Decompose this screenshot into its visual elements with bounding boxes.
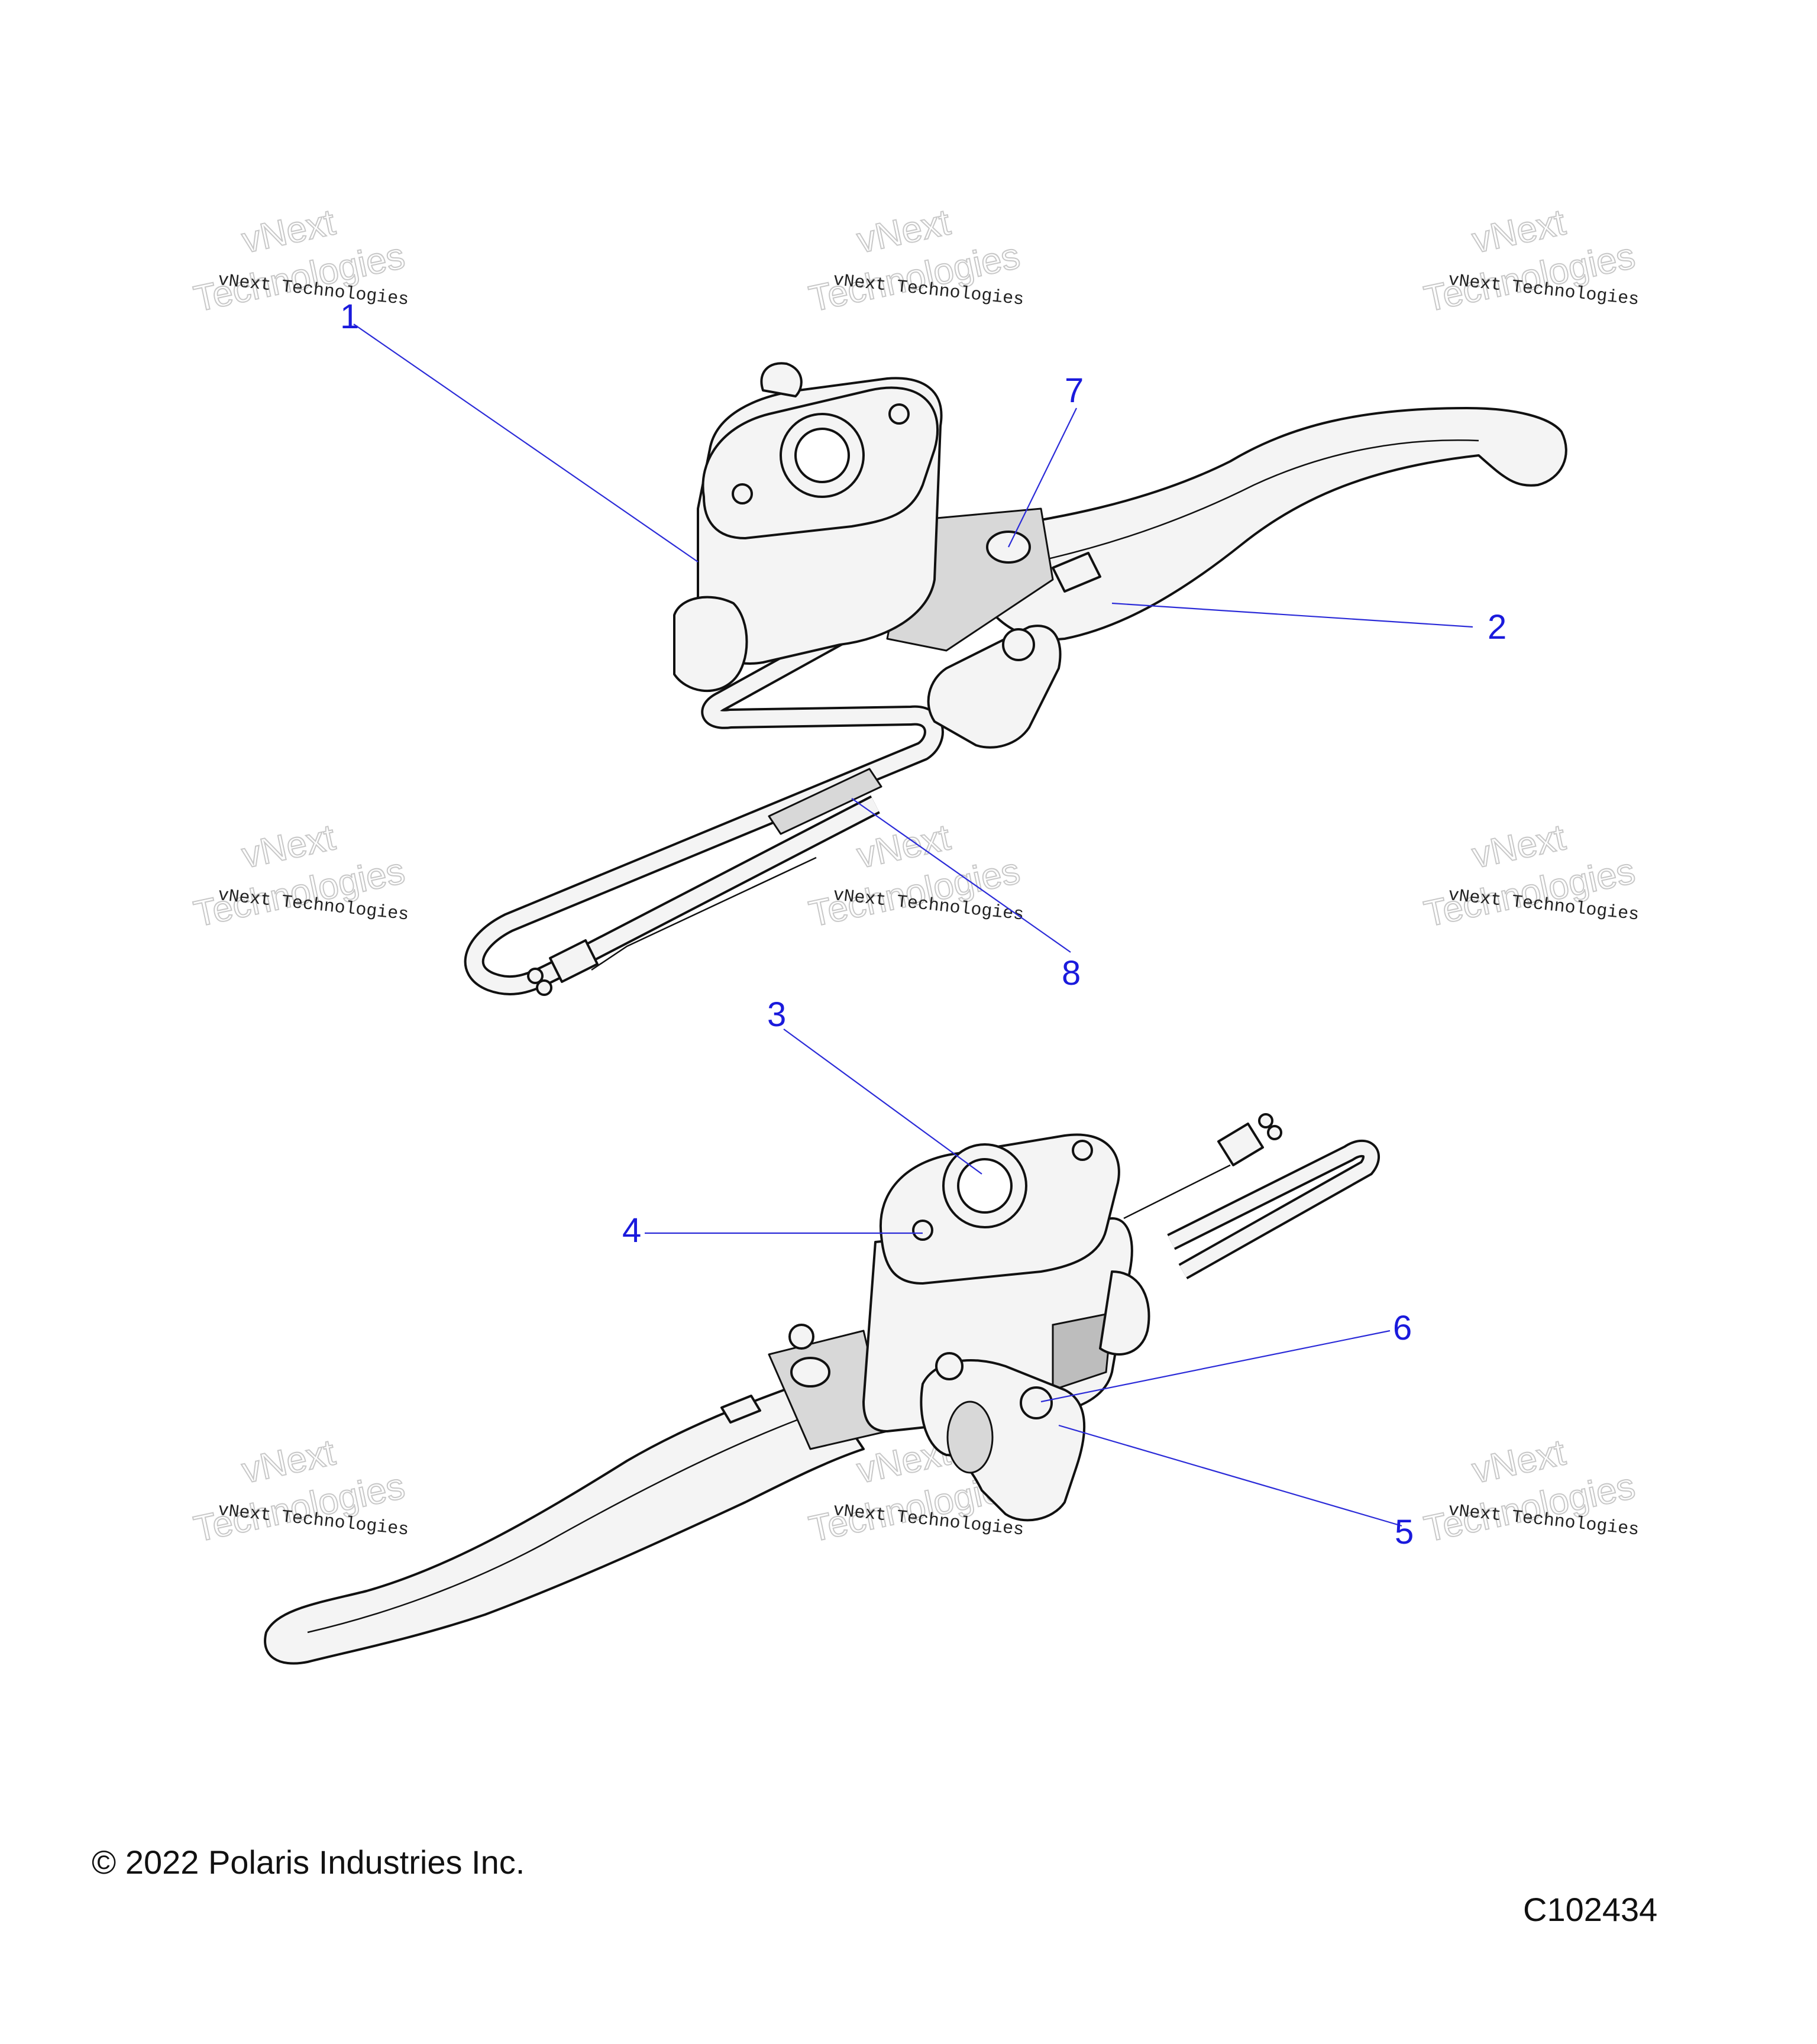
leader-8: [851, 798, 1071, 953]
lever-edge-line-lower: [307, 1418, 799, 1634]
leader-2: [1111, 602, 1473, 628]
reservoir-sight-glass-inner-lower: [957, 1158, 1013, 1214]
cap-screw-lower: [912, 1220, 933, 1241]
clamp-bolt-upper: [1002, 628, 1035, 661]
cap-screw-upper: [732, 483, 753, 504]
callout-3: 3: [767, 995, 786, 1034]
callout-1: 1: [340, 297, 359, 336]
watermark: vNext Technologies vNext Technologies: [1420, 1431, 1640, 1550]
watermark: vNext Technologies vNext Technologies: [1420, 201, 1640, 320]
connector-pin: [1258, 1113, 1273, 1128]
callout-5: 5: [1395, 1513, 1414, 1551]
lever-label-square: [1052, 552, 1101, 593]
brake-switch-body: [768, 768, 882, 835]
leader-6: [1040, 1330, 1391, 1403]
connector-pin: [527, 968, 544, 984]
callout-numbers: 1 2 7 8 3 4 6 5: [340, 297, 1506, 1551]
clamp-bore-lower: [946, 1401, 994, 1474]
callout-4: 4: [622, 1211, 641, 1250]
brake-switch-connector-lower: [1217, 1123, 1264, 1166]
watermark: vNext Technologies vNext Technologies: [190, 1431, 410, 1550]
connector-pin: [536, 979, 552, 996]
connector-pin: [1267, 1125, 1282, 1140]
watermark: vNext Technologies vNext Technologies: [1420, 816, 1640, 935]
pivot-bolt-lower: [790, 1357, 830, 1388]
brake-switch-cable: [591, 856, 817, 971]
leader-1: [353, 324, 699, 562]
watermark: vNext Technologies vNext Technologies: [805, 201, 1025, 320]
clamp-bolt-top-lower: [935, 1352, 964, 1380]
lever-edge-line: [1005, 439, 1479, 569]
upper-master-cylinder-assembly: [464, 362, 1567, 996]
body-side-shade-lower: [1052, 1312, 1113, 1392]
banjo-boss-lower: [1099, 1270, 1150, 1356]
cap-screw-upper: [888, 403, 910, 425]
copyright-text: © 2022 Polaris Industries Inc.: [92, 1844, 525, 1881]
cap-screw-lower: [1072, 1140, 1093, 1161]
leader-3: [783, 1029, 982, 1175]
leader-5: [1058, 1424, 1402, 1527]
brake-lever-lower: [264, 1377, 865, 1665]
watermark: vNext Technologies vNext Technologies: [190, 816, 410, 935]
diagram-code: C102434: [1523, 1891, 1657, 1928]
upper-knob: [760, 362, 803, 397]
brake-switch-wire-loop-inner: [466, 602, 942, 994]
brake-switch-cable-lower: [1123, 1164, 1231, 1220]
clamp-bolt-lower: [1020, 1386, 1053, 1419]
callout-8: 8: [1062, 954, 1081, 992]
brake-switch-wire-loop-lower-inner: [1168, 1141, 1378, 1278]
lower-master-cylinder-assembly: [264, 1113, 1380, 1665]
brake-lever-upper: [957, 407, 1567, 641]
callout-7: 7: [1065, 371, 1084, 410]
banjo-boss-upper: [673, 596, 748, 693]
brake-switch-wire-loop-lower: [1167, 1139, 1380, 1280]
callout-2: 2: [1488, 608, 1506, 646]
brake-switch-connector: [549, 939, 599, 983]
callout-6: 6: [1393, 1309, 1412, 1347]
lever-label-square-lower: [720, 1395, 761, 1424]
watermark: vNext Technologies vNext Technologies: [190, 201, 410, 320]
leader-7: [1008, 407, 1077, 548]
pivot-top-lower: [788, 1324, 814, 1350]
reservoir-sight-glass-inner-upper: [794, 428, 850, 483]
leader-lines: [353, 324, 1473, 1527]
